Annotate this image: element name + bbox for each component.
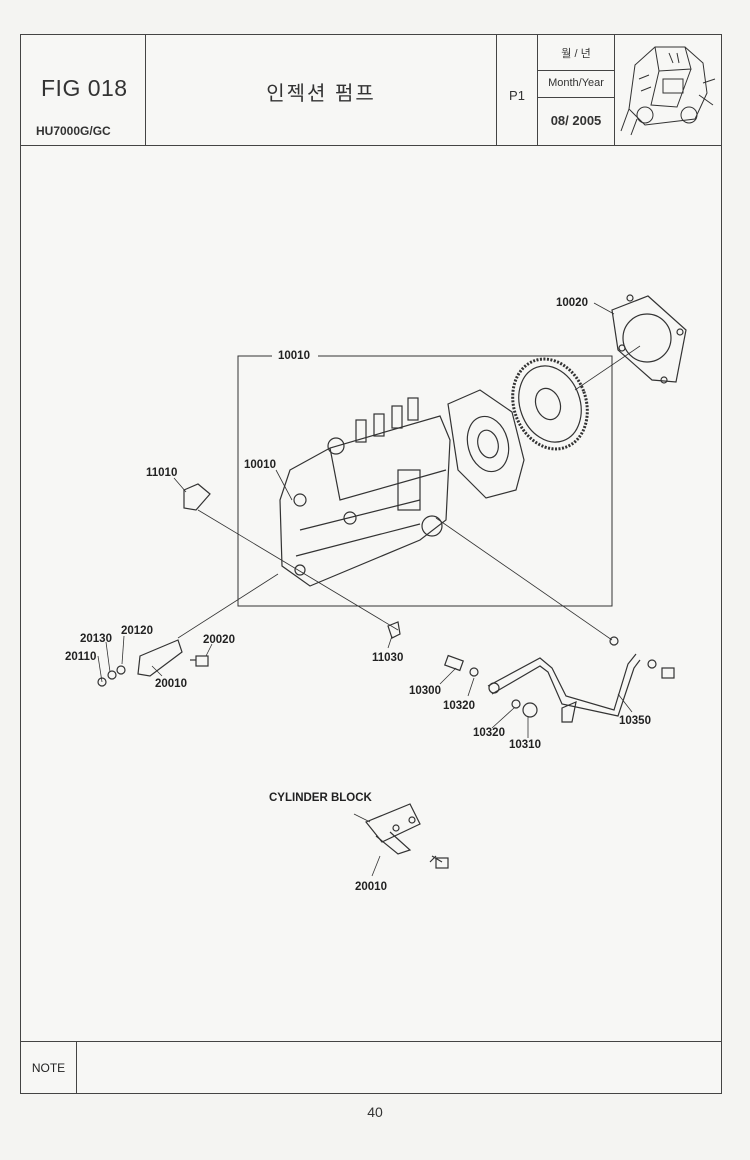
drive-gear xyxy=(511,357,589,451)
bracket-11010 xyxy=(183,483,211,511)
part-10010-label: 10010 xyxy=(244,459,276,471)
parts-sheet: FIG 018 HU7000G/GC 인젝션 펌프 P1 월 / 년 Month… xyxy=(20,34,722,1094)
pump-flange-housing xyxy=(447,389,525,499)
part-10350-label: 10350 xyxy=(619,715,651,727)
part-10020-label: 10020 xyxy=(556,297,588,309)
date-value: 08/ 2005 xyxy=(550,113,602,128)
note-row: NOTE xyxy=(21,1041,721,1094)
note-label: NOTE xyxy=(21,1042,77,1094)
date-label-english: Month/Year xyxy=(538,70,614,98)
part-20010-cylinder-label: 20010 xyxy=(355,881,387,893)
combine-harvester-thumbnail-icon xyxy=(620,46,716,136)
leader-lines xyxy=(97,302,641,877)
page-number: 40 xyxy=(367,1104,383,1120)
date-cell: 월 / 년 Month/Year 08/ 2005 xyxy=(538,35,615,145)
thumbnail-cell xyxy=(615,35,721,145)
fuel-pipe-10350 xyxy=(444,636,675,723)
page-code: P1 xyxy=(509,88,525,103)
part-20130-label: 20130 xyxy=(80,633,112,645)
fig-cell: FIG 018 HU7000G/GC xyxy=(21,35,146,145)
part-20020-label: 20020 xyxy=(203,634,235,646)
model-code: HU7000G/GC xyxy=(36,124,111,138)
part-20110-label: 20110 xyxy=(65,651,96,663)
header-block: FIG 018 HU7000G/GC 인젝션 펌프 P1 월 / 년 Month… xyxy=(21,35,721,146)
part-10320-label-b: 10320 xyxy=(473,727,505,739)
part-11030-label: 11030 xyxy=(372,652,403,664)
assembly-box xyxy=(237,355,613,607)
part-20010-label: 20010 xyxy=(155,678,187,690)
part-10320-label-a: 10320 xyxy=(443,700,475,712)
part-11010-label: 11010 xyxy=(146,467,177,479)
gasket-10020 xyxy=(611,294,687,384)
part-10010-box-label: 10010 xyxy=(278,350,310,362)
title-cell: 인젝션 펌프 xyxy=(146,35,497,145)
part-20120-label: 20120 xyxy=(121,625,153,637)
date-label-korean: 월 / 년 xyxy=(538,45,614,71)
cylinder-block-label: CYLINDER BLOCK xyxy=(269,792,373,804)
page-title: 인젝션 펌프 xyxy=(266,83,376,105)
stay-20010-group xyxy=(97,639,209,687)
page-cell: P1 xyxy=(497,35,538,145)
bolt-11030 xyxy=(387,621,401,639)
injection-pump-body xyxy=(279,397,451,587)
figure-number: FIG 018 xyxy=(41,75,128,101)
part-10310-label: 10310 xyxy=(509,739,541,751)
part-10300-label: 10300 xyxy=(409,685,441,697)
assembly-label-bg xyxy=(272,348,318,362)
cylinder-block-stay-20010 xyxy=(365,803,449,869)
